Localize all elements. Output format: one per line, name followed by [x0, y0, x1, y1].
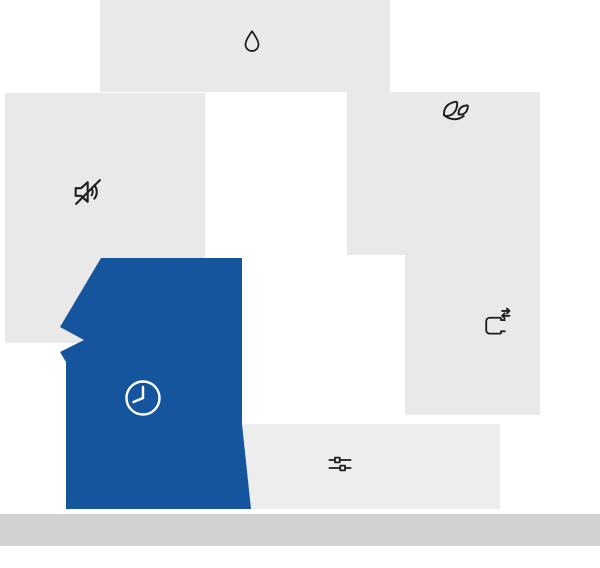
water-tile [100, 0, 390, 92]
water-drop-icon [237, 27, 267, 57]
swap-tile [405, 155, 540, 415]
time-tile [60, 258, 251, 509]
adjust-tile [210, 424, 500, 509]
highlight-arrow-shape [60, 258, 251, 509]
clock-icon [125, 380, 161, 416]
leaf-icon [437, 94, 473, 130]
sliders-icon [324, 448, 356, 480]
base-bar [0, 514, 600, 546]
speaker-muted-icon [69, 173, 107, 211]
plug-swap-icon [480, 305, 514, 339]
